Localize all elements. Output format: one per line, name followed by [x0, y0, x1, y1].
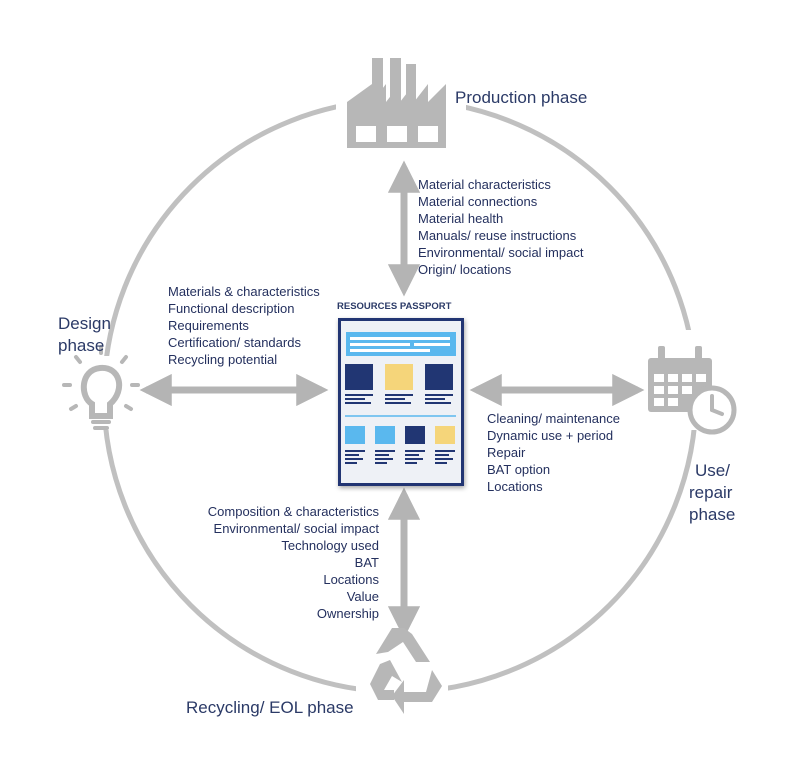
- info-item: Manuals/ reuse instructions: [418, 228, 577, 243]
- phase-label-design: Design: [58, 314, 111, 333]
- info-item: Locations: [487, 479, 543, 494]
- info-list-production: Material characteristics Material connec…: [418, 177, 584, 277]
- calendar-clock-icon: [648, 346, 737, 435]
- info-item: Ownership: [317, 606, 379, 621]
- info-item: Locations: [323, 572, 379, 587]
- info-item: BAT option: [487, 462, 550, 477]
- info-item: Origin/ locations: [418, 262, 512, 277]
- info-item: Environmental/ social impact: [214, 521, 380, 536]
- info-item: Value: [347, 589, 379, 604]
- phase-label-use-2: repair: [689, 483, 733, 502]
- info-list-use: Cleaning/ maintenance Dynamic use + peri…: [487, 411, 620, 494]
- info-item: BAT: [355, 555, 379, 570]
- recycle-icon: [370, 628, 442, 714]
- info-list-design: Materials & characteristics Functional d…: [168, 284, 320, 367]
- info-item: Certification/ standards: [168, 335, 301, 350]
- info-item: Material health: [418, 211, 503, 226]
- info-item: Materials & characteristics: [168, 284, 320, 299]
- passport-title: RESOURCES PASSPORT: [337, 301, 452, 312]
- lightbulb-icon: [62, 345, 140, 430]
- phase-label-use: Use/: [695, 461, 730, 480]
- factory-icon: [347, 58, 446, 148]
- info-item: Material characteristics: [418, 177, 551, 192]
- info-item: Cleaning/ maintenance: [487, 411, 620, 426]
- info-item: Material connections: [418, 194, 538, 209]
- info-item: Composition & characteristics: [208, 504, 380, 519]
- info-item: Technology used: [281, 538, 379, 553]
- info-item: Recycling potential: [168, 352, 277, 367]
- phase-label-use-3: phase: [689, 505, 735, 524]
- info-item: Repair: [487, 445, 526, 460]
- info-item: Dynamic use + period: [487, 428, 613, 443]
- info-item: Environmental/ social impact: [418, 245, 584, 260]
- resources-passport-document: [338, 318, 464, 486]
- phase-label-production: Production phase: [455, 88, 587, 107]
- phase-label-recycling: Recycling/ EOL phase: [186, 698, 354, 717]
- info-list-recycling: Composition & characteristics Environmen…: [208, 504, 380, 621]
- phase-label-design-2: phase: [58, 336, 104, 355]
- info-item: Requirements: [168, 318, 249, 333]
- info-item: Functional description: [168, 301, 294, 316]
